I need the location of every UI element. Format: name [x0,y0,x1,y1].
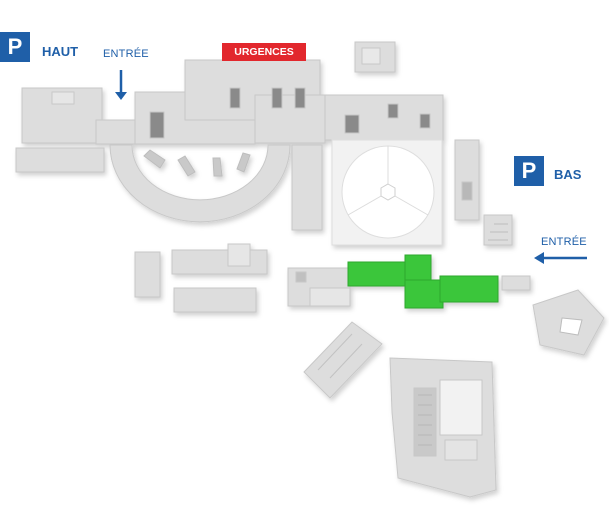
entrance-right-label: ENTRÉE [541,236,587,248]
arrow-left-icon [534,252,587,264]
stair-block[interactable] [483,214,513,246]
arrow-down-icon [115,70,127,100]
east-wing[interactable] [291,94,444,231]
main-building-central[interactable] [95,59,326,145]
semicircular-wing[interactable] [109,144,291,223]
building-diagonal[interactable] [303,321,383,399]
parking-bas-label: BAS [554,167,582,182]
east-tower[interactable] [454,139,480,221]
main-building-west[interactable] [15,87,105,173]
highlighted-building[interactable] [347,254,499,309]
building-sw-1[interactable] [134,243,268,313]
building-center-south[interactable] [287,267,351,307]
emergency-label[interactable]: URGENCES [222,43,306,61]
building-south[interactable] [389,357,497,498]
connector-east[interactable] [501,275,531,291]
parking-haut-label: HAUT [42,44,79,59]
central-plaza [331,139,443,246]
entrance-top-label: ENTRÉE [103,48,149,60]
parking-bas-icon[interactable]: P [514,156,544,186]
rooftop-annex[interactable] [354,41,396,73]
parking-haut-icon[interactable]: P [0,32,30,62]
building-se[interactable] [532,289,605,356]
